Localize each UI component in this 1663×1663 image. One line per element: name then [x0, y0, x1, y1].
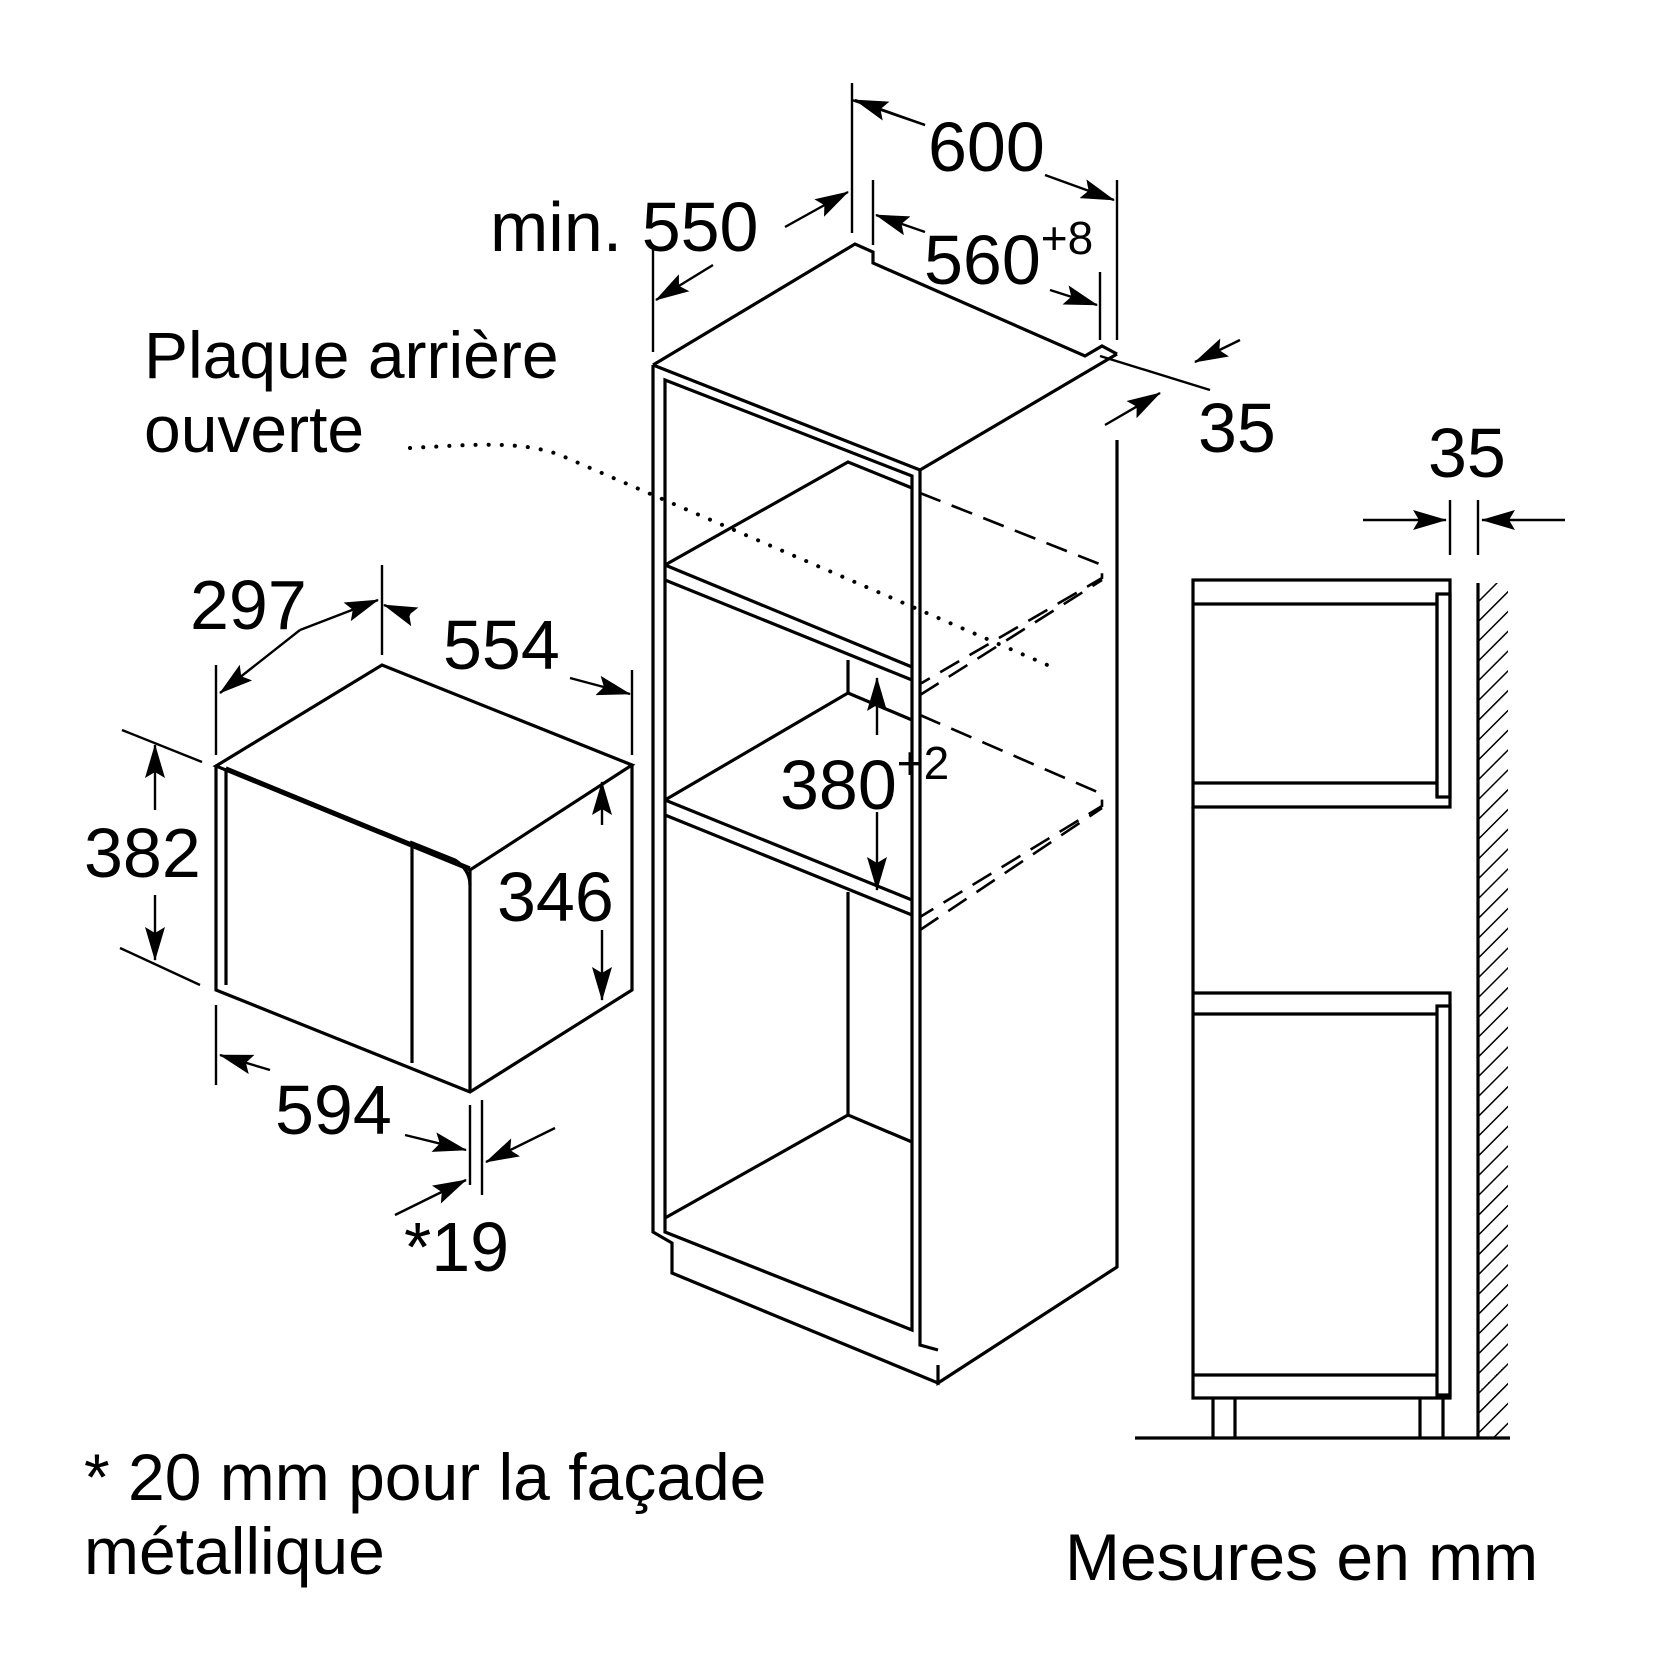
- label-device-height-382: 382: [84, 814, 201, 892]
- footnote-metal-front: * 20 mm pour la façade métallique: [84, 1440, 767, 1588]
- side-view: [1135, 500, 1565, 1440]
- value-560: 560: [924, 221, 1041, 299]
- label-offset-35-side: 35: [1428, 414, 1506, 492]
- label-width-560: 560+8: [924, 215, 1093, 295]
- microwave-device: [119, 565, 636, 1217]
- label-offset-35-right: 35: [1198, 389, 1276, 467]
- label-back-panel-open: Plaque arrière ouverte: [144, 318, 559, 466]
- tolerance-560: +8: [1040, 212, 1094, 264]
- label-front-19: *19: [404, 1208, 510, 1286]
- tall-cabinet: [408, 83, 1241, 1386]
- label-height-380: 380+2: [780, 740, 949, 820]
- label-device-depth-554: 554: [443, 606, 560, 684]
- units-note: Mesures en mm: [1065, 1520, 1539, 1594]
- value-380: 380: [780, 746, 897, 824]
- label-depth-min-550: min. 550: [490, 188, 759, 266]
- label-device-height-346: 346: [497, 858, 614, 936]
- label-width-600: 600: [928, 108, 1045, 186]
- label-device-depth-297: 297: [190, 566, 307, 644]
- label-device-width-594: 594: [275, 1071, 392, 1149]
- tolerance-380: +2: [896, 737, 950, 789]
